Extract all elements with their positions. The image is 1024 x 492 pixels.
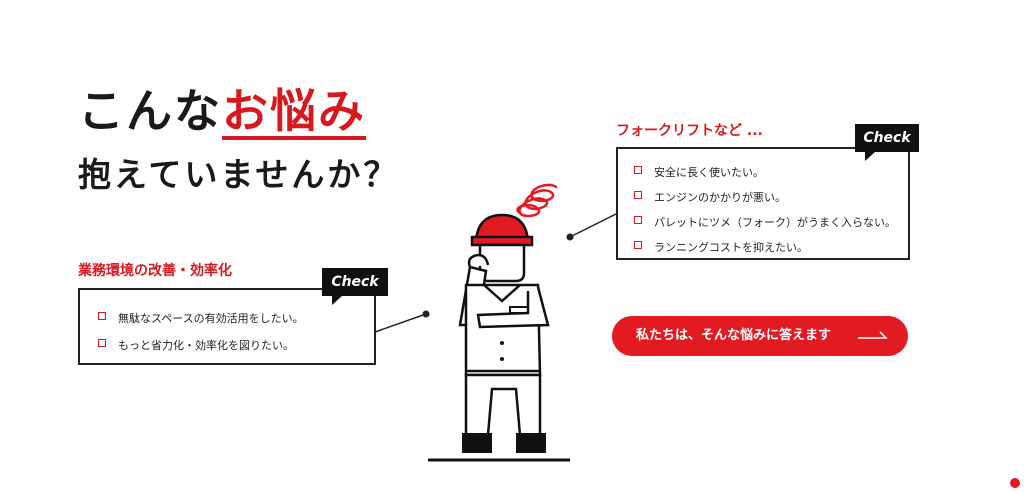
left-section-title: 業務環境の改善・効率化 <box>78 263 232 279</box>
checkbox-icon <box>634 191 642 199</box>
page-headline: こんなお悩み 抱えていませんか？ <box>78 82 399 196</box>
checkbox-icon <box>98 339 106 347</box>
corner-dot <box>1010 478 1020 488</box>
right-check-box: 安全に長く使いたい。 エンジンのかかりが悪い。 パレットにツメ（フォーク）がうま… <box>616 147 910 260</box>
check-badge-left: Check <box>322 268 388 305</box>
list-item: エンジンのかかりが悪い。 <box>634 189 908 205</box>
list-item-label: ランニングコストを抑えたい。 <box>654 241 808 254</box>
list-item: ランニングコストを抑えたい。 <box>634 239 908 255</box>
worried-worker-illustration <box>428 183 570 462</box>
list-item: パレットにツメ（フォーク）がうまく入らない。 <box>634 214 908 230</box>
list-item: 無駄なスペースの有効活用をしたい。 <box>98 310 374 326</box>
left-check-box: 無駄なスペースの有効活用をしたい。 もっと省力化・効率化を図りたい。 <box>78 288 376 365</box>
checkbox-icon <box>634 216 642 224</box>
check-badge-right: Check <box>855 124 919 161</box>
cta-answer-button[interactable]: 私たちは、そんな悩みに答えます <box>612 316 908 356</box>
left-connector-line <box>374 310 430 333</box>
headline-line1: こんなお悩み <box>78 82 399 140</box>
list-item-label: エンジンのかかりが悪い。 <box>654 191 786 204</box>
confusion-squiggle-icon <box>516 183 558 218</box>
list-item: もっと省力化・効率化を図りたい。 <box>98 337 374 353</box>
list-item: 安全に長く使いたい。 <box>634 164 908 180</box>
headline-accent: お悩み <box>222 84 366 140</box>
checkbox-icon <box>634 241 642 249</box>
checkbox-icon <box>98 312 106 320</box>
list-item-label: 無駄なスペースの有効活用をしたい。 <box>118 312 304 325</box>
right-connector-line <box>566 212 619 241</box>
list-item-label: もっと省力化・効率化を図りたい。 <box>118 339 294 352</box>
right-section-title: フォークリフトなど ... <box>616 123 763 139</box>
checkbox-icon <box>634 166 642 174</box>
headline-prefix: こんな <box>78 84 222 138</box>
arrow-right-icon <box>858 331 888 339</box>
headline-line2: 抱えていませんか？ <box>78 155 400 194</box>
list-item-label: パレットにツメ（フォーク）がうまく入らない。 <box>654 216 896 229</box>
cta-label: 私たちは、そんな悩みに答えます <box>636 328 832 343</box>
list-item-label: 安全に長く使いたい。 <box>654 166 764 179</box>
